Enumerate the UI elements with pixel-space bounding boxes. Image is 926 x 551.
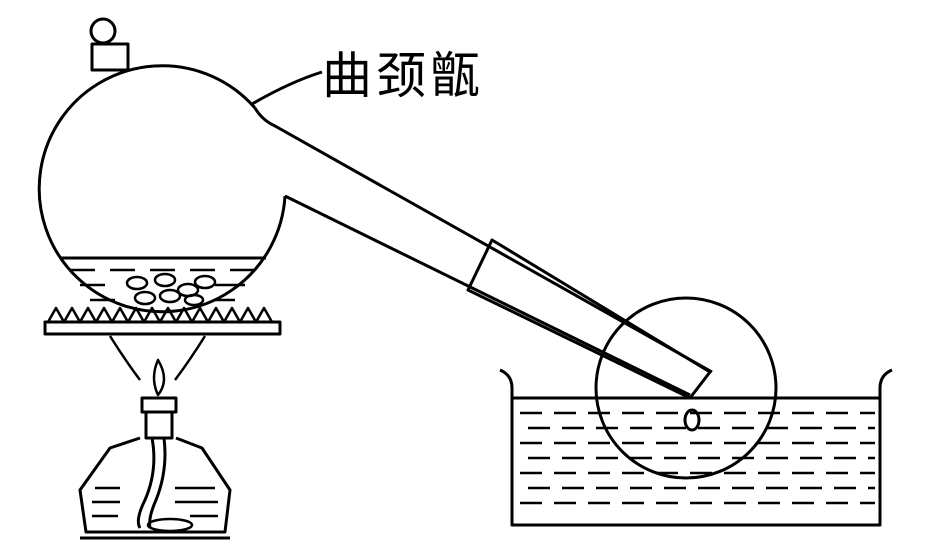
retort-label: 曲颈甑 [322, 47, 484, 105]
flask-liquid-dashes [70, 268, 255, 302]
condenser-sleeve [466, 238, 712, 400]
retort-flask [37, 17, 713, 397]
water-beaker [499, 368, 893, 527]
label-leader-line [251, 70, 323, 106]
receiver-flask [594, 296, 778, 480]
pebbles [125, 272, 217, 307]
alcohol-lamp [78, 335, 232, 540]
wire-gauze [43, 306, 282, 336]
stopper-knob [89, 17, 117, 45]
wick [136, 437, 167, 529]
stopper [90, 42, 130, 72]
flame [152, 358, 166, 397]
